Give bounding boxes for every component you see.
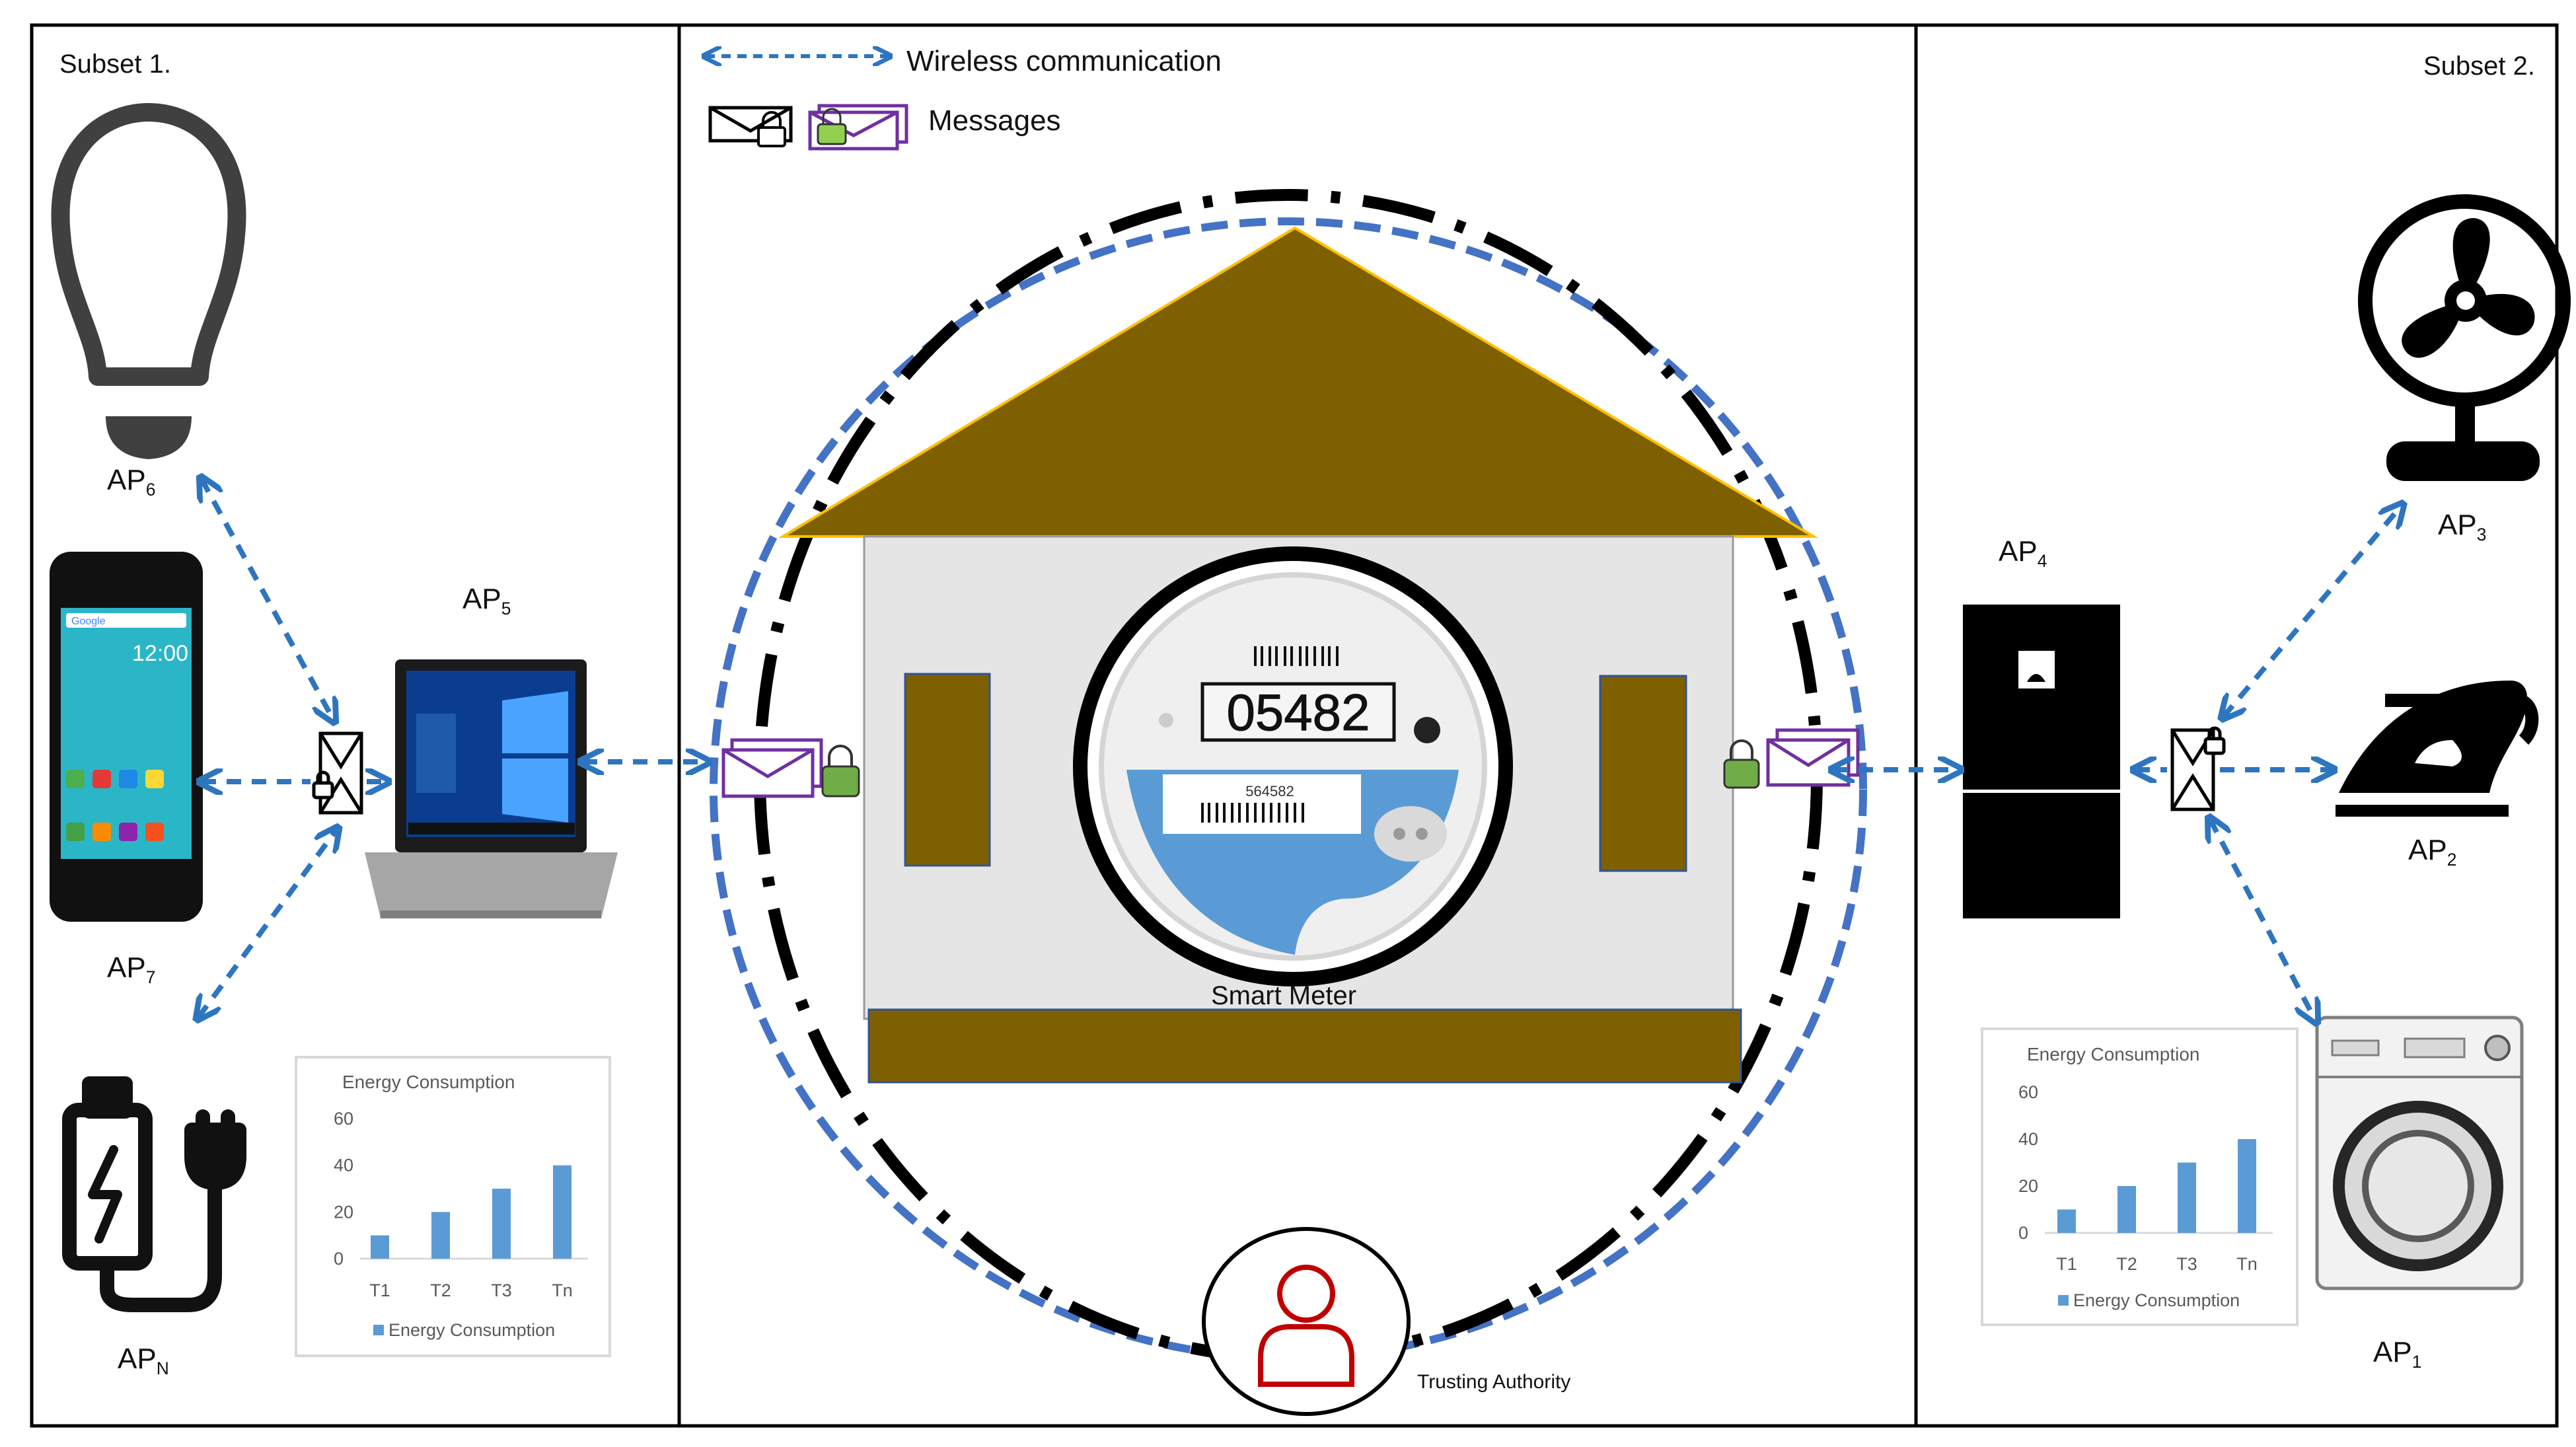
meter-serial: 564582 (1245, 783, 1294, 799)
ap4-label: AP4 (1999, 535, 2047, 572)
secure-message-icon-right (1723, 728, 1860, 789)
chart-left-bar-t3 (492, 1189, 511, 1259)
energy-chart-left: Energy Consumption 0 20 40 60 T1 T2 T3 Tn Ener… (295, 1056, 611, 1357)
house-foundation (867, 1008, 1742, 1084)
house-window-left (904, 673, 991, 867)
hub-envelope-icon-right (2170, 726, 2226, 811)
legend-wireless-label: Wireless communication (906, 45, 1222, 77)
chart-left-legend: Energy Consumption (388, 1320, 555, 1340)
link-ap6-hub (202, 479, 334, 720)
energy-chart-right: Energy Consumption 0 20 40 60 T1 T2 T3 Tn Ener… (1981, 1027, 2299, 1326)
legend-secure-envelope-icon (808, 104, 908, 151)
chart-right-bar-t3 (2178, 1162, 2196, 1233)
legend-envelope-icon (708, 106, 793, 147)
light-bulb-icon (51, 103, 246, 459)
ap1-label: AP1 (2373, 1336, 2422, 1372)
ap5-label: AP5 (462, 583, 511, 619)
subset-2-label: Subset 2. (2423, 52, 2536, 81)
chart-right-ytick-3: 60 (2018, 1082, 2038, 1102)
meter-display (1200, 682, 1396, 742)
wireless-links (198, 479, 2402, 1021)
legend-messages-label: Messages (928, 104, 1061, 137)
user-icon (1258, 1265, 1354, 1387)
ap7-label: AP7 (107, 951, 156, 988)
chart-left-bar-t2 (431, 1212, 450, 1259)
meter-reading: 05482 (1227, 683, 1370, 741)
subset-1-label: Subset 1. (59, 50, 172, 79)
fan-icon (2358, 194, 2571, 481)
chart-left-bar-tn (553, 1165, 571, 1259)
battery-charger-icon (62, 1076, 246, 1312)
chart-left-ytick-1: 20 (334, 1202, 353, 1222)
chart-left-bar-t1 (371, 1235, 389, 1259)
smart-meter-label: Smart Meter (1211, 981, 1357, 1010)
chart-right-legend: Energy Consumption (2073, 1290, 2240, 1310)
smartphone-icon: Google 12:00 (50, 552, 203, 922)
chart-right-category-t1: T1 (2056, 1254, 2077, 1274)
chart-right-category-t3: T3 (2176, 1254, 2197, 1274)
chart-left-category-t3: T3 (491, 1280, 512, 1300)
washing-machine-icon (2315, 1016, 2524, 1290)
secure-message-icon-left (721, 738, 860, 798)
refrigerator-icon (1963, 605, 2120, 918)
chart-left-ytick-2: 40 (334, 1156, 353, 1175)
chart-right-bar-t2 (2117, 1186, 2136, 1233)
phone-search-text: Google (71, 616, 106, 627)
meter-barcode-top (1254, 646, 1339, 666)
link-apn-hub (198, 829, 337, 1018)
chart-right-legend-swatch (2058, 1295, 2069, 1306)
chart-right-bar-t1 (2057, 1209, 2076, 1233)
meter-barcode-bottom (1201, 803, 1304, 823)
house-roof (778, 226, 1819, 538)
chart-right-bar-tn (2238, 1139, 2256, 1233)
diagram-border (30, 23, 2559, 1428)
trusting-authority-label: Trusting Authority (1417, 1371, 1571, 1393)
chart-right-category-tn: Tn (2236, 1254, 2258, 1274)
chart-right-ytick-2: 40 (2018, 1129, 2038, 1149)
chart-right-ytick-1: 20 (2018, 1176, 2038, 1196)
chart-right-title: Energy Consumption (2027, 1044, 2199, 1064)
ap2-label: AP2 (2408, 834, 2457, 870)
chart-left-category-t1: T1 (369, 1280, 390, 1300)
meter-indicator (1414, 717, 1440, 743)
chart-right-category-t2: T2 (2116, 1254, 2137, 1274)
chart-left-title: Energy Consumption (342, 1072, 515, 1092)
chart-left-ytick-3: 60 (334, 1109, 353, 1129)
chart-left-category-t2: T2 (430, 1280, 451, 1300)
apn-label: APN (118, 1343, 169, 1379)
ap3-label: AP3 (2438, 509, 2487, 545)
hub-envelope-icon-left (312, 731, 363, 815)
chart-right-ytick-0: 0 (2018, 1223, 2028, 1243)
laptop-icon (365, 659, 618, 918)
ap6-label: AP6 (107, 464, 156, 500)
link-hub-ap3 (2223, 505, 2402, 717)
chart-left-ytick-0: 0 (334, 1249, 344, 1269)
link-hub-ap1 (2210, 819, 2316, 1021)
iron-icon (2336, 681, 2539, 817)
house-window-right (1599, 675, 1687, 872)
phone-clock: 12:00 (132, 641, 188, 666)
smart-meter-icon: 05482 564582 (1073, 546, 1513, 986)
meter-socket (1374, 806, 1447, 862)
chart-left-legend-swatch (373, 1325, 384, 1335)
chart-left-category-tn: Tn (552, 1280, 573, 1300)
